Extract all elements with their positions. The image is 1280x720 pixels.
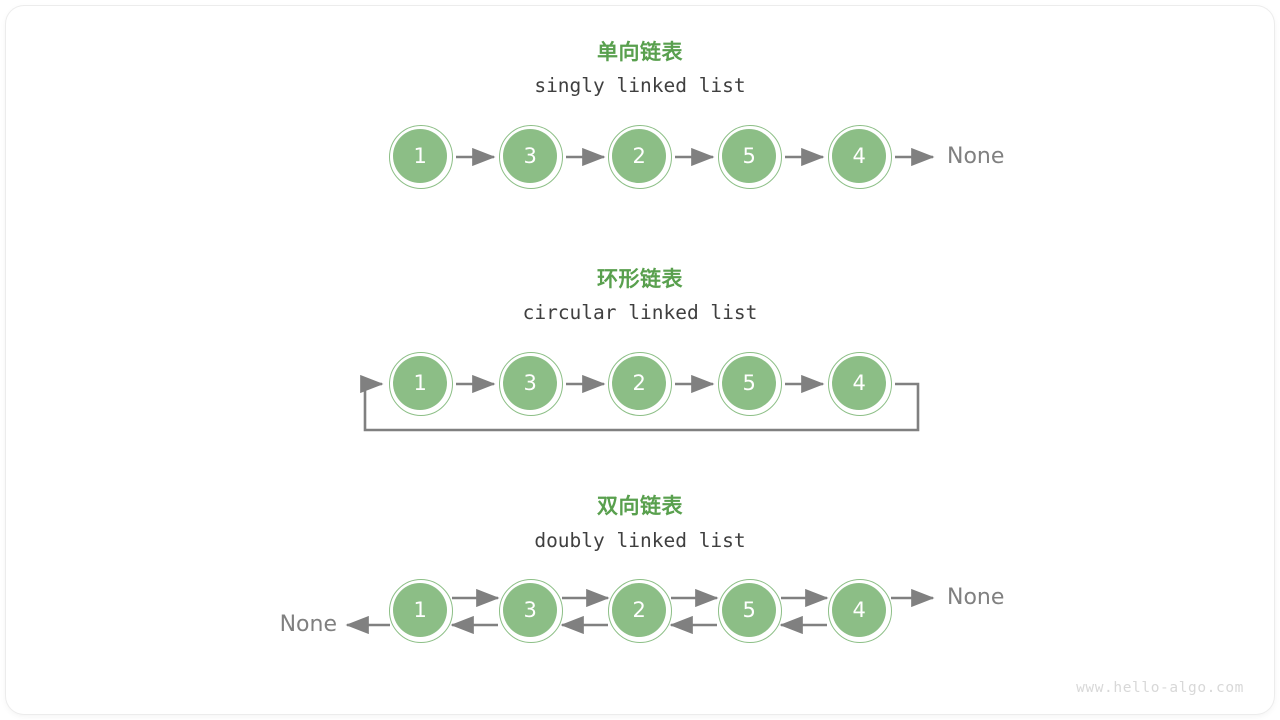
doubly-node-0[interactable]: 1 bbox=[389, 579, 453, 643]
singly-node-4[interactable]: 4 bbox=[828, 125, 892, 189]
singly-node-1-value: 3 bbox=[503, 129, 558, 184]
doubly-section-subtitle: doubly linked list bbox=[534, 529, 746, 552]
singly-node-0-value: 1 bbox=[393, 129, 448, 184]
circular-node-4[interactable]: 4 bbox=[828, 352, 892, 416]
singly-section-subtitle: singly linked list bbox=[534, 74, 746, 97]
doubly-node-2-value: 2 bbox=[612, 583, 667, 638]
doubly-node-2[interactable]: 2 bbox=[608, 579, 672, 643]
doubly-node-1[interactable]: 3 bbox=[499, 579, 563, 643]
singly-node-2[interactable]: 2 bbox=[608, 125, 672, 189]
circular-section-subtitle: circular linked list bbox=[522, 301, 758, 324]
circular-node-2[interactable]: 2 bbox=[608, 352, 672, 416]
doubly-head-none-label: None bbox=[279, 612, 337, 637]
doubly-section-title: 双向链表 bbox=[597, 494, 683, 518]
singly-node-1[interactable]: 3 bbox=[499, 125, 563, 189]
doubly-node-4-value: 4 bbox=[832, 583, 887, 638]
singly-node-2-value: 2 bbox=[612, 129, 667, 184]
circular-section-title: 环形链表 bbox=[597, 267, 683, 291]
doubly-node-3-value: 5 bbox=[722, 583, 777, 638]
circular-node-4-value: 4 bbox=[832, 356, 887, 411]
doubly-node-3[interactable]: 5 bbox=[718, 579, 782, 643]
circular-node-2-value: 2 bbox=[612, 356, 667, 411]
circular-node-0[interactable]: 1 bbox=[389, 352, 453, 416]
doubly-node-1-value: 3 bbox=[503, 583, 558, 638]
singly-tail-none-label: None bbox=[947, 144, 1005, 169]
singly-node-3-value: 5 bbox=[722, 129, 777, 184]
circular-node-3-value: 5 bbox=[722, 356, 777, 411]
circular-node-1[interactable]: 3 bbox=[499, 352, 563, 416]
singly-node-4-value: 4 bbox=[832, 129, 887, 184]
singly-node-0[interactable]: 1 bbox=[389, 125, 453, 189]
circular-node-3[interactable]: 5 bbox=[718, 352, 782, 416]
singly-node-3[interactable]: 5 bbox=[718, 125, 782, 189]
circular-node-1-value: 3 bbox=[503, 356, 558, 411]
watermark: www.hello-algo.com bbox=[1076, 680, 1244, 696]
doubly-node-4[interactable]: 4 bbox=[828, 579, 892, 643]
singly-section-title: 单向链表 bbox=[597, 40, 683, 64]
doubly-node-0-value: 1 bbox=[393, 583, 448, 638]
doubly-tail-none-label: None bbox=[947, 585, 1005, 610]
circular-node-0-value: 1 bbox=[393, 356, 448, 411]
